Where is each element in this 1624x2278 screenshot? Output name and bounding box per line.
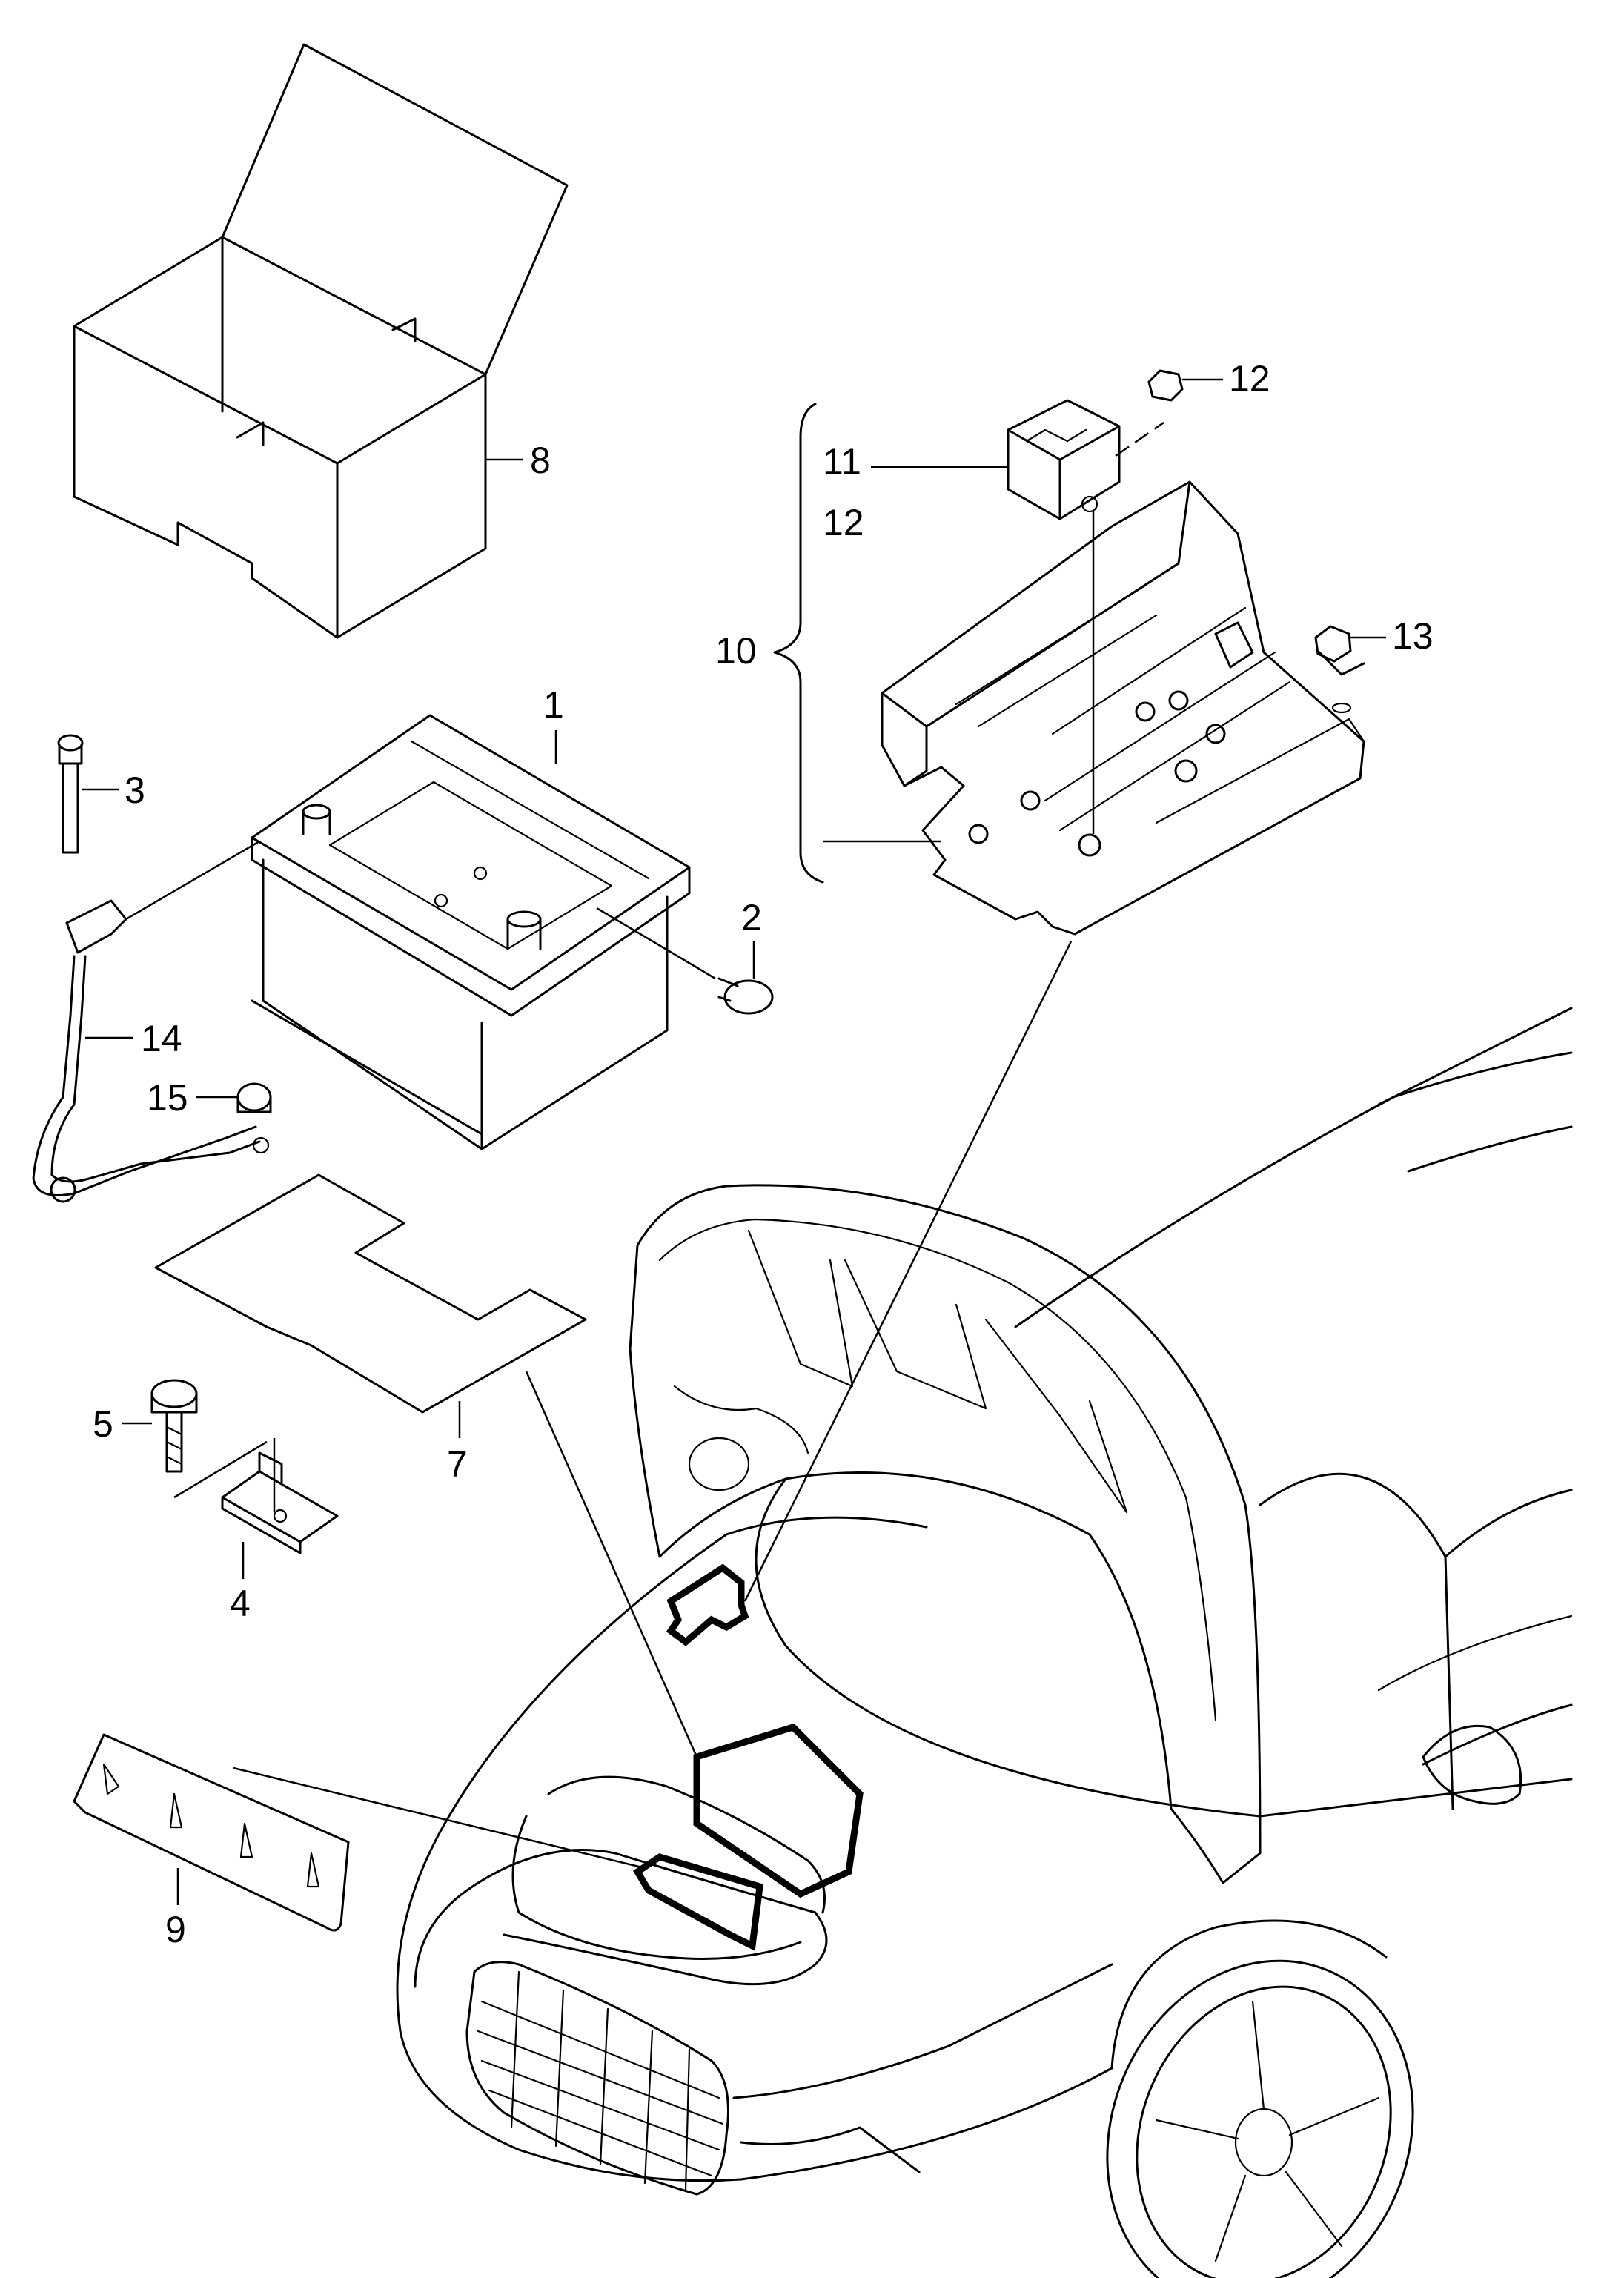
callout-11: 11 [823, 441, 861, 483]
leader-grille-to-car [233, 1767, 646, 1870]
callout-14: 14 [141, 1018, 182, 1059]
callout-3: 3 [125, 769, 145, 811]
callout-1: 1 [543, 684, 564, 726]
battery-location-frame [693, 1723, 864, 1898]
callout-13: 13 [1392, 615, 1434, 657]
clamp-part-4 [173, 1438, 339, 1554]
callout-15: 15 [147, 1077, 188, 1119]
vent-plug [596, 907, 774, 1015]
bolt-part-5 [150, 1379, 198, 1473]
callout-5: 5 [93, 1403, 113, 1445]
callout-2: 2 [741, 897, 762, 938]
callout-7: 7 [447, 1443, 468, 1485]
nut-part-15 [236, 1082, 272, 1113]
callout-8: 8 [530, 440, 551, 481]
vent-grille [73, 1733, 350, 1932]
bolt-part-3 [57, 734, 84, 854]
fuse-box-location-frame [666, 1563, 749, 1646]
callout-10: 10 [715, 630, 757, 672]
vent-location-frame [632, 1853, 763, 1951]
fuse-box-assembly [881, 369, 1365, 936]
callout-9: 9 [165, 1909, 186, 1950]
car-outline [396, 1007, 1573, 2278]
ground-cable [32, 840, 270, 1203]
bracket-10 [773, 403, 824, 884]
callout-12: 12 [1229, 358, 1270, 400]
leader-fusebox-to-car [743, 941, 1073, 1602]
callout-4: 4 [230, 1583, 251, 1624]
battery-box-carton [73, 43, 569, 639]
leader-mat-to-car [525, 1371, 698, 1758]
battery [251, 714, 691, 1150]
callout-12-sub: 12 [823, 502, 864, 543]
battery-mat [154, 1173, 587, 1414]
